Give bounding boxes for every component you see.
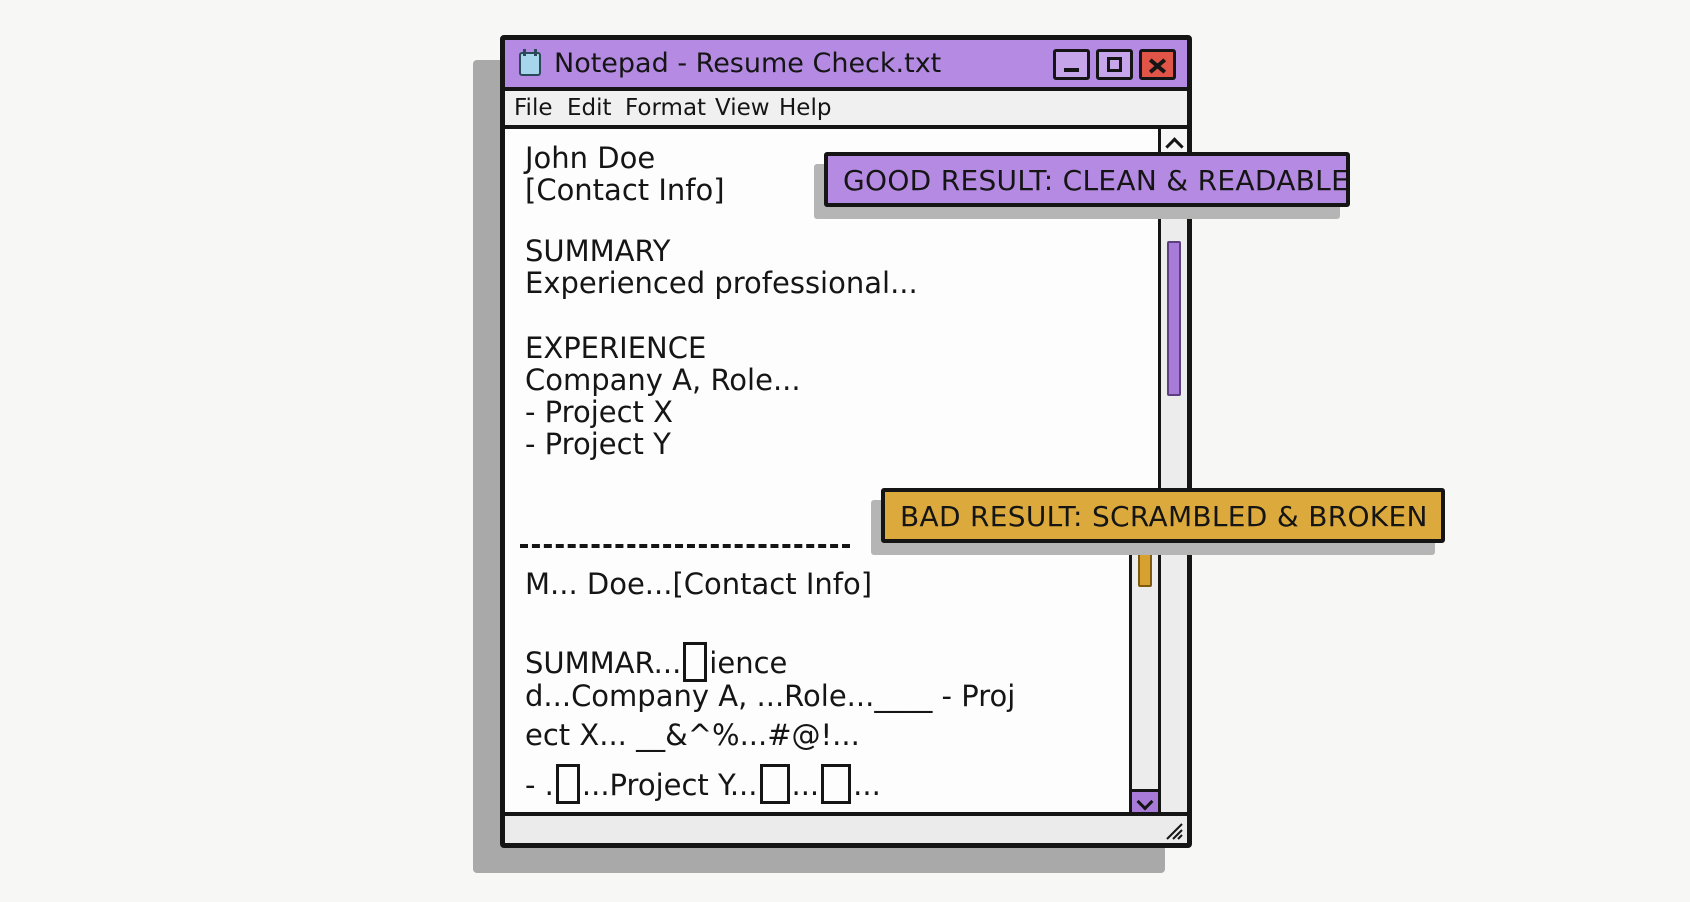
section-divider bbox=[520, 544, 850, 548]
missing-glyph-icon bbox=[821, 764, 852, 804]
menu-file[interactable]: File bbox=[514, 95, 553, 121]
scrollbar-thumb[interactable] bbox=[1167, 241, 1181, 396]
missing-glyph-icon bbox=[683, 642, 708, 682]
text-editor-area[interactable]: John Doe [Contact Info] SUMMARY Experien… bbox=[505, 129, 1158, 817]
missing-glyph-icon bbox=[759, 764, 790, 804]
doc-summary-heading: SUMMARY bbox=[525, 234, 671, 268]
doc-contact-line: [Contact Info] bbox=[525, 173, 725, 207]
scrambled-text: ience bbox=[709, 646, 788, 680]
missing-glyph-icon bbox=[555, 764, 580, 804]
good-result-callout: GOOD RESULT: CLEAN & READABLE bbox=[824, 152, 1350, 207]
scrambled-text: SUMMAR... bbox=[525, 646, 682, 680]
doc-experience-heading: EXPERIENCE bbox=[525, 331, 707, 365]
doc-summary-text: Experienced professional... bbox=[525, 266, 918, 300]
scrambled-line-2: SUMMAR... ience bbox=[525, 642, 787, 682]
minimize-button[interactable] bbox=[1053, 49, 1090, 80]
menu-edit[interactable]: Edit bbox=[567, 95, 612, 121]
scrambled-text: - . bbox=[525, 768, 554, 802]
window-title: Notepad - Resume Check.txt bbox=[554, 48, 942, 79]
menu-help[interactable]: Help bbox=[779, 95, 832, 121]
menu-format[interactable]: Format bbox=[625, 95, 707, 121]
scrambled-text: ...Project Y... bbox=[581, 768, 758, 802]
status-bar bbox=[505, 812, 1187, 843]
vertical-scrollbar[interactable] bbox=[1158, 129, 1187, 817]
notepad-icon bbox=[519, 49, 541, 76]
resize-grip-icon[interactable] bbox=[1163, 820, 1183, 840]
scrambled-text: ... bbox=[853, 768, 881, 802]
doc-experience-line: Company A, Role... bbox=[525, 363, 801, 397]
doc-name-line: John Doe bbox=[525, 141, 656, 175]
maximize-button[interactable] bbox=[1096, 49, 1133, 80]
doc-project-x: - Project X bbox=[525, 395, 673, 429]
doc-project-y: - Project Y bbox=[525, 427, 671, 461]
scrambled-line-5: - . ...Project Y......... bbox=[525, 764, 881, 804]
scrambled-line-1: M... Doe...[Contact Info] bbox=[525, 567, 873, 601]
menu-view[interactable]: View bbox=[715, 95, 770, 121]
scrambled-line-3: d...Company A, ...Role...____ - Proj bbox=[525, 679, 1016, 713]
menu-bar: File Edit Format View Help bbox=[505, 91, 1187, 129]
bad-result-callout: BAD RESULT: SCRAMBLED & BROKEN bbox=[881, 488, 1445, 543]
scrambled-line-4: ect X... __&^%...#@!... bbox=[525, 718, 860, 752]
scrambled-text: ... bbox=[791, 768, 820, 802]
title-bar[interactable]: Notepad - Resume Check.txt bbox=[505, 40, 1187, 91]
close-button[interactable] bbox=[1139, 49, 1176, 80]
